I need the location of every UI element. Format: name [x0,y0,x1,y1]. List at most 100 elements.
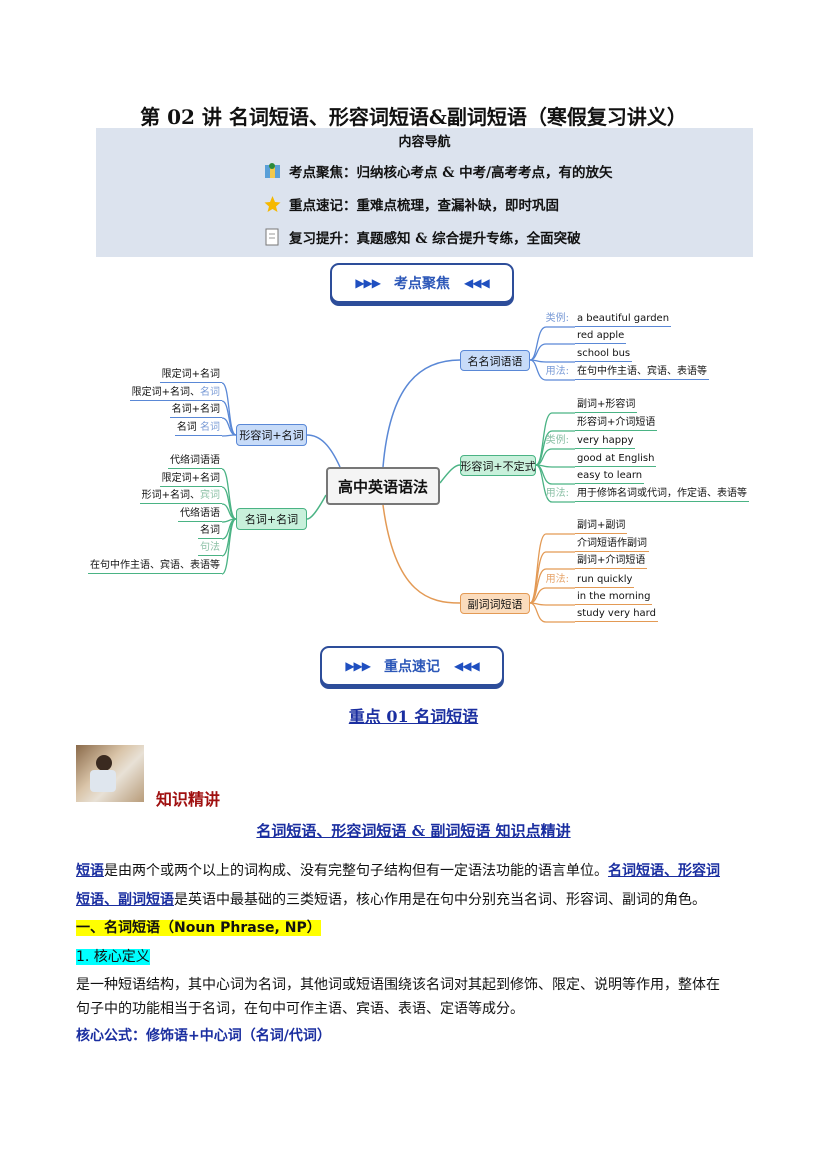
connector-line [382,504,461,604]
definition-line: 句子中的功能相当于名词，在句中可作主语、宾语、表语、定语等成分。 [76,1001,524,1017]
mind-map-leaf: 介词短语作副词 [575,537,649,552]
nav-item-label: 重点速记：重难点梳理，查漏补缺，即时巩固 [289,198,559,214]
term-link: 短语 [76,863,104,879]
mind-map-leaf: 在句中作主语、宾语、表语等 [88,559,222,574]
definition-line: 是一种短语结构，其中心词为名词，其他词或短语围绕该名词对其起到修饰、限定、说明等… [76,977,720,993]
left-arrows-icon: ◀◀◀ [464,276,490,290]
leaf-text: in the morning [577,591,651,602]
leaf-text: 限定词+名词、 [131,387,200,398]
definition-paragraph: 是一种短语结构，其中心词为名词，其他词或短语围绕该名词对其起到修饰、限定、说明等… [76,973,756,1021]
core-formula: 核心公式：修饰语+中心词（名词/代词） [76,1028,331,1044]
leaf-text: 形词+名词、 [141,490,200,501]
mind-map-leaf: 副词+副词 [575,519,628,534]
right-arrows-icon: ▶▶▶ [355,276,381,290]
leaf-text: very happy [577,435,634,446]
left-arrows-icon: ◀◀◀ [454,659,480,673]
mind-map-leaf: 名词 [198,524,222,539]
node-adjective-infinitive: 形容词+不定式 [460,455,536,476]
mind-map-leaf: 用法:在句中作主语、宾语、表语等 [546,365,709,380]
document-icon [265,228,279,246]
leaf-muted-text: 名词 [200,387,220,398]
node-adverb-phrase: 副词词短语 [460,593,530,614]
knowledge-subtitle: 名词短语、形容词短语 & 副词短语 知识点精讲 [256,822,571,840]
connector-line [221,434,237,437]
mind-map-leaf: in the morning [575,590,653,605]
mind-map-leaf: 名词 名词 [174,421,222,436]
grammar-mind-map: 高中英语语法 名名词语语 形容词+不定式 副词词短语 形容词+名词 名词+名词 … [0,305,827,635]
node-noun-phrase: 名名词语语 [460,350,530,371]
connector-line [221,518,237,575]
heading-text: 一、名词短语（Noun Phrase, NP） [76,920,321,936]
leaf-text: 介词短语作副词 [577,538,647,549]
leaf-text: run quickly [577,574,633,585]
student-reading-image [76,745,144,802]
heading-noun-phrase: 一、名词短语（Noun Phrase, NP） [76,917,756,939]
mind-map-leaf: 代络词语语 [168,454,222,469]
leaf-category-label: 用法: [545,488,569,499]
mind-map-leaf: 句法 [198,541,222,556]
leaf-text: easy to learn [577,470,643,481]
mind-map-leaf: 名词+名词 [169,403,222,418]
leaf-text: study very hard [577,608,656,619]
leaf-text: 名词 [200,525,220,536]
connector-line [529,602,575,606]
mind-map-leaf: 代络语语 [178,507,222,522]
mind-map-leaf: good at English [575,452,657,467]
nav-item-label: 复习提升：真题感知 & 综合提升专练，全面突破 [289,231,581,247]
leaf-text: a beautiful garden [577,313,670,324]
leaf-text: good at English [577,453,655,464]
node-adjective-noun: 形容词+名词 [236,424,307,446]
connector-line [306,434,341,468]
leaf-text: 代络词语语 [170,455,220,466]
term-link: 名词短语、形容词 [608,863,720,879]
mind-map-leaf: red apple [575,329,627,344]
mind-map-leaf: 副词+形容词 [575,398,638,413]
section-banner-notes: ▶▶▶ 重点速记 ◀◀◀ [320,646,504,686]
leaf-text: school bus [577,348,631,359]
nav-item-focus: 考点聚焦：归纳核心考点 & 中考/高考考点，有的放矢 [264,161,613,181]
mind-map-leaf: 用法: run quickly [546,573,635,588]
leaf-text: 在句中作主语、宾语、表语等 [90,560,220,571]
leaf-text: 代络语语 [180,508,220,519]
section-label: 考点聚焦 [394,276,450,292]
connector-line [382,359,461,468]
section-banner-focus: ▶▶▶ 考点聚焦 ◀◀◀ [330,263,514,303]
leaf-text: 在句中作主语、宾语、表语等 [577,366,707,377]
mind-map-leaf: 限定词+名词 [159,368,222,383]
term-link: 短语、副词短语 [76,892,174,908]
leaf-muted-text: 宾词 [200,490,220,501]
mind-map-leaf: easy to learn [575,469,645,484]
mind-map-center-node: 高中英语语法 [326,467,440,505]
mind-map-leaf: 类例:very happy [546,434,636,449]
leaf-text: red apple [577,330,625,341]
leaf-text: 副词+副词 [577,520,626,531]
mind-map-leaf: 副词+介词短语 [575,554,648,569]
leaf-muted-text: 句法 [200,542,220,553]
nav-item-label: 考点聚焦：归纳核心考点 & 中考/高考考点，有的放矢 [289,165,613,181]
mind-map-leaf: 形容词+介词短语 [575,416,658,431]
nav-item-review: 复习提升：真题感知 & 综合提升专练，全面突破 [264,227,581,247]
intro-text: 是英语中最基础的三类短语，核心作用是在句中分别充当名词、形容词、副词的角色。 [174,892,706,908]
document-title: 第 02 讲 名词短语、形容词短语&副词短语（寒假复习讲义） [140,105,687,129]
connector-line [529,359,575,363]
connector-line [306,494,327,520]
connector-line [439,464,461,484]
mind-map-leaf: study very hard [575,607,658,622]
intro-text: 是由两个或两个以上的词构成、没有完整句子结构但有一定语法功能的语言单位。 [104,863,608,879]
leaf-text: 限定词+名词 [161,473,220,484]
connector-line [529,602,575,623]
leaf-text: 用于修饰名词或代词，作定语、表语等 [577,488,747,499]
leaf-muted-text: 名词 [200,422,220,433]
connector-line [535,464,575,468]
mind-map-leaf: 限定词+名词、名词 [129,386,222,401]
content-navigation: 内容导航 考点聚焦：归纳核心考点 & 中考/高考考点，有的放矢 重点速记：重难点… [96,128,753,257]
nav-item-notes: 重点速记：重难点梳理，查漏补缺，即时巩固 [264,194,559,214]
connector-line [535,464,575,503]
leaf-text: 副词+形容词 [577,399,636,410]
leaf-category-label: 用法: [545,574,569,585]
leaf-text: 名词 [176,422,200,433]
leaf-text: 限定词+名词 [161,369,220,380]
leaf-category-label: 类例: [545,313,569,324]
mind-map-leaf: school bus [575,347,633,362]
mind-map-connectors [221,326,575,623]
